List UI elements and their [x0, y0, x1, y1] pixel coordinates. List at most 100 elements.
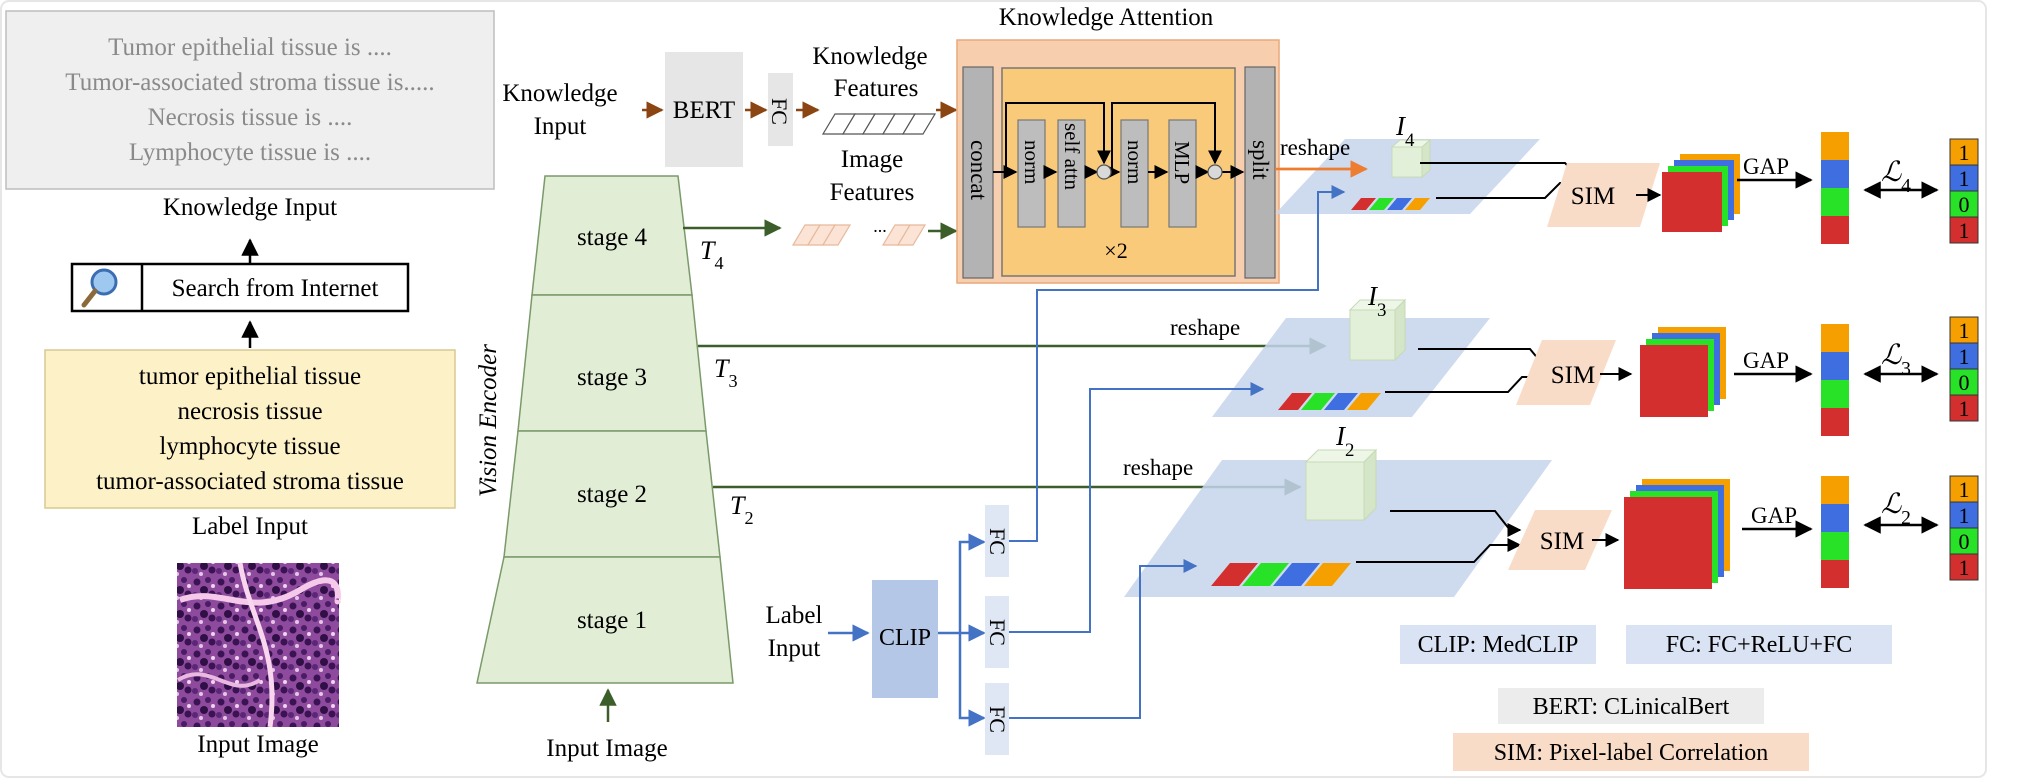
- score-maps-i2: [1624, 479, 1730, 589]
- legend-bert: [1498, 688, 1764, 724]
- knowledge-line: Tumor-associated stroma tissue is.....: [65, 69, 434, 96]
- repeat-label: ×2: [1104, 238, 1127, 263]
- self-attn-label: self attn: [1060, 123, 1084, 191]
- bert-label: BERT: [673, 97, 735, 124]
- label-line: necrosis tissue: [177, 398, 322, 425]
- split-label: split: [1248, 140, 1273, 180]
- search-label: Search from Internet: [172, 275, 379, 302]
- encoder-input-label: Input Image: [546, 735, 667, 762]
- concat-label: concat: [966, 140, 991, 201]
- norm-label: norm: [1020, 140, 1044, 184]
- image-feature-tokens: [791, 224, 927, 246]
- gt-label: 1: [1959, 477, 1970, 502]
- input-image-caption: Input Image: [197, 731, 318, 758]
- feature-label-i2: I2: [1335, 421, 1354, 461]
- sim-box-i3: [1516, 340, 1616, 405]
- gt-label: 1: [1959, 166, 1970, 191]
- sim-label: SIM: [1551, 362, 1595, 389]
- loss-label-i4: ℒ4: [1881, 157, 1911, 197]
- feature-cube-i3: [1348, 298, 1407, 362]
- gt-label: 1: [1959, 555, 1970, 580]
- pooled-vector-i2: [1821, 476, 1849, 588]
- attention-flow: [993, 102, 1245, 179]
- fc-box: [768, 73, 793, 146]
- add-node: [1207, 164, 1223, 180]
- stage-label: stage 1: [577, 607, 647, 634]
- loss-label-i3: ℒ3: [1881, 340, 1911, 380]
- gt-label: 0: [1959, 192, 1970, 217]
- search-box: Search from Internet: [70, 262, 410, 313]
- fc-label: FC: [985, 528, 1010, 555]
- image-features-label: Features: [830, 179, 915, 206]
- gt-label: 1: [1959, 344, 1970, 369]
- sim-label: SIM: [1540, 528, 1584, 555]
- fc-label: FC: [985, 706, 1010, 733]
- label-embeddings-i2: [1211, 563, 1351, 586]
- reshape-label: reshape: [1170, 315, 1240, 340]
- stage-label: stage 2: [577, 481, 647, 508]
- pooled-vector-i4: [1821, 132, 1849, 244]
- split-block: [1244, 66, 1276, 279]
- knowledge-line: Lymphocyte tissue is ....: [129, 139, 371, 166]
- clip-to-fc-arrows: [938, 533, 986, 727]
- ground-truth-i3: [1949, 316, 1979, 422]
- feature-label-i4: I4: [1395, 111, 1415, 151]
- legend-fc: [1626, 625, 1892, 664]
- fc-box: [985, 505, 1009, 577]
- label-input-box: tumor epithelial tissue necrosis tissue …: [44, 349, 456, 509]
- gt-label: 1: [1959, 318, 1970, 343]
- vision-encoder: [476, 175, 734, 684]
- legend-sim: [1453, 733, 1809, 771]
- ellipsis: ...: [873, 216, 887, 236]
- add-node: [1096, 164, 1112, 180]
- fc-box: [985, 683, 1009, 755]
- legend-clip-text: CLIP: MedCLIP: [1418, 632, 1579, 658]
- knowledge-feature-tokens: [821, 113, 937, 135]
- knowledge-attention-title: Knowledge Attention: [999, 4, 1214, 31]
- figure-frame: [0, 0, 1987, 778]
- knowledge-features-label: Knowledge: [812, 43, 927, 70]
- knowledge-text-box: Tumor epithelial tissue is .... Tumor-as…: [5, 10, 495, 190]
- sim-inputs-i2: [1356, 510, 1522, 563]
- label-line: lymphocyte tissue: [159, 433, 340, 460]
- knowledge-features-label: Features: [834, 75, 919, 102]
- norm-label: norm: [1123, 140, 1147, 184]
- vision-encoder-title: Vision Encoder: [475, 344, 502, 497]
- self-attn-block: [1057, 119, 1086, 228]
- fc-label: FC: [985, 619, 1010, 646]
- fc-box: [985, 596, 1009, 668]
- magnifier-icon: [81, 268, 118, 308]
- label-line: tumor epithelial tissue: [139, 363, 361, 390]
- loss-label-i2: ℒ2: [1881, 489, 1911, 529]
- legend-sim-text: SIM: Pixel-label Correlation: [1494, 740, 1769, 766]
- histology-image: [176, 562, 341, 728]
- token-label: T3: [714, 354, 738, 391]
- knowledge-line: Necrosis tissue is ....: [148, 104, 353, 131]
- score-maps-i4: [1662, 154, 1740, 232]
- image-features-label: Image: [841, 146, 903, 173]
- gap-label: GAP: [1743, 348, 1789, 373]
- stage-label: stage 3: [577, 364, 647, 391]
- legend-fc-text: FC: FC+ReLU+FC: [1666, 632, 1852, 658]
- gap-label: GAP: [1743, 154, 1789, 179]
- knowledge-input-text: Knowledge: [502, 80, 617, 107]
- norm-block: [1120, 119, 1149, 228]
- fc-label: FC: [767, 98, 792, 125]
- reshape-label: reshape: [1123, 455, 1193, 480]
- knowledge-input-label: Knowledge Input: [163, 194, 337, 221]
- clip-input-label: Input: [768, 635, 821, 662]
- fc-to-embedding-arrows: [1009, 185, 1346, 719]
- clip-box: [872, 580, 938, 698]
- label-embeddings-i4: [1351, 198, 1430, 210]
- knowledge-line: Tumor epithelial tissue is ....: [108, 34, 392, 61]
- pooled-vector-i3: [1821, 324, 1849, 436]
- knowledge-input-text: Input: [534, 113, 587, 140]
- stage-3-block: [517, 294, 707, 432]
- reshape-label: reshape: [1280, 135, 1350, 160]
- gap-label: GAP: [1751, 503, 1797, 528]
- gt-label: 1: [1959, 396, 1970, 421]
- sim-label: SIM: [1571, 183, 1615, 210]
- sim-box-i2: [1508, 510, 1612, 570]
- legend-clip: [1400, 625, 1596, 664]
- score-maps-i3: [1640, 327, 1726, 417]
